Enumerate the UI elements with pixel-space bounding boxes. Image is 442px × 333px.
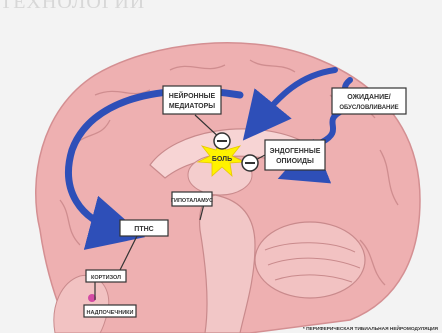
endogenous-box (265, 140, 325, 170)
pain-label: БОЛЬ (212, 156, 232, 163)
adrenal-label: НАДПОЧЕЧНИКИ (87, 310, 134, 316)
endogenous-label-line2: ОПИОИДЫ (276, 158, 314, 165)
hypothalamus-label: ГИПОТАЛАМУС (171, 198, 213, 204)
minus-circle-icon (242, 155, 258, 171)
expectation-label-line1: ОЖИДАНИЕ/ (347, 94, 391, 101)
footnote: * ПЕРИФЕРИЧЕСКАЯ ТИБИАЛЬНАЯ НЕЙРОМОДУЛЯЦ… (303, 324, 439, 332)
endogenous-label-line1: ЭНДОГЕННЫЕ (270, 148, 321, 155)
neuromediators-label-line2: МЕДИАТОРЫ (169, 103, 215, 110)
neuromediators-label-line1: НЕЙРОННЫЕ (169, 91, 216, 100)
cortisol-label: КОРТИЗОЛ (91, 275, 121, 281)
ptns-label: ПТНС (134, 226, 153, 233)
expectation-label-line2: ОБУСЛОВЛИВАНИЕ (339, 105, 398, 111)
minus-circle-icon (214, 133, 230, 149)
cerebellum (255, 222, 365, 298)
